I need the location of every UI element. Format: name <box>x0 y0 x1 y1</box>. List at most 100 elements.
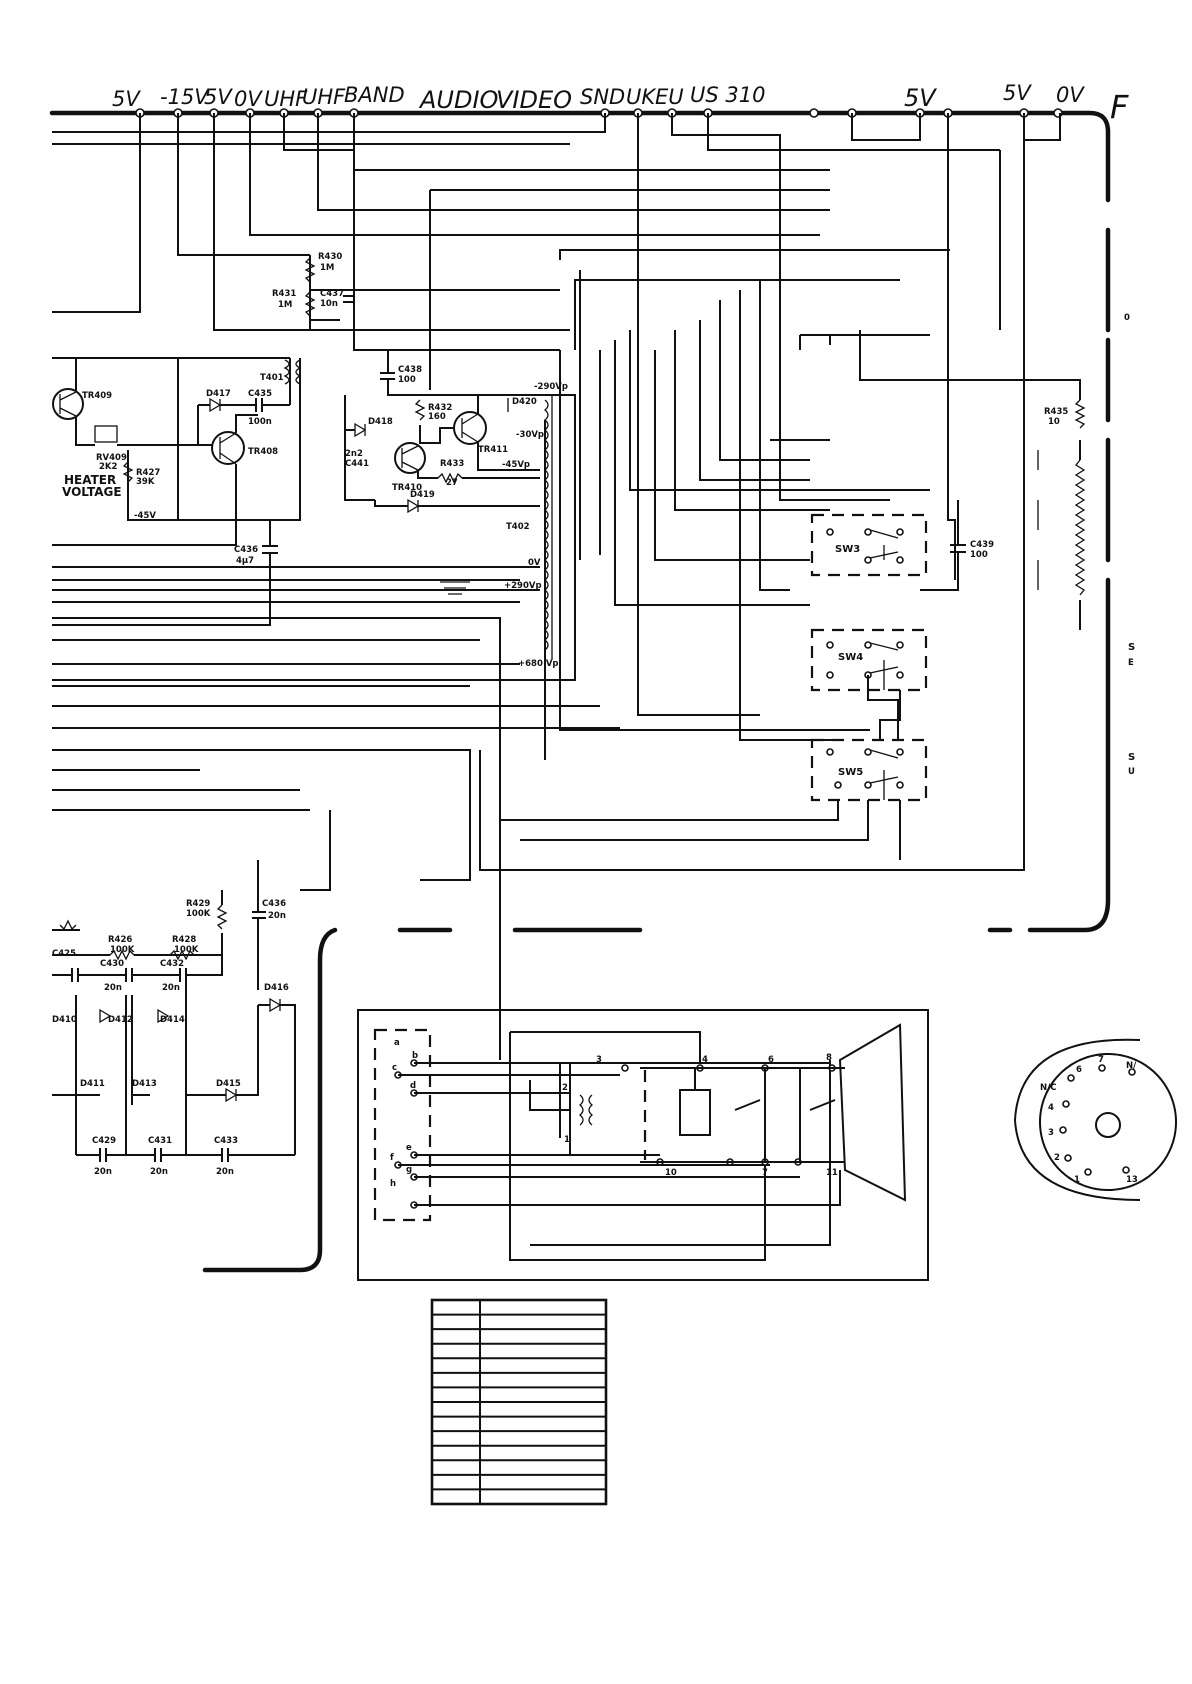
r430-symbol <box>304 257 316 283</box>
svg-text:R435: R435 <box>1044 407 1068 417</box>
svg-text:S: S <box>1128 752 1135 763</box>
rail-label-snd: SND <box>580 85 625 109</box>
svg-text:2n2: 2n2 <box>345 449 363 459</box>
svg-text:C430: C430 <box>100 959 124 969</box>
svg-text:-30Vp: -30Vp <box>516 430 544 440</box>
svg-text:-290Vp: -290Vp <box>534 382 568 392</box>
svg-text:3: 3 <box>1048 1128 1054 1138</box>
svg-text:3: 3 <box>596 1055 602 1065</box>
svg-text:D419: D419 <box>410 490 435 500</box>
upper-wiring <box>177 113 1081 871</box>
svg-text:D413: D413 <box>132 1079 157 1089</box>
svg-text:T402: T402 <box>506 522 530 532</box>
svg-text:+290Vp: +290Vp <box>504 581 542 591</box>
svg-text:R432: R432 <box>428 403 452 413</box>
r431-symbol <box>304 291 316 317</box>
rail-label-0v-b: 0V <box>1056 83 1085 107</box>
r435-symbol <box>1074 399 1086 429</box>
crt-grid-element <box>679 1089 711 1136</box>
rail-label-uhf-b: UHF <box>302 85 346 109</box>
svg-text:g: g <box>406 1165 412 1175</box>
left-lower-border <box>202 927 338 1273</box>
svg-text:c: c <box>392 1063 397 1073</box>
svg-text:+680 Vp: +680 Vp <box>518 659 559 669</box>
svg-text:N/: N/ <box>1126 1061 1137 1071</box>
svg-text:6: 6 <box>768 1055 774 1065</box>
svg-text:4: 4 <box>702 1055 708 1065</box>
svg-text:0: 0 <box>1124 313 1130 323</box>
rail-label-audio: AUDIO <box>418 86 498 114</box>
svg-text:C425: C425 <box>52 949 76 959</box>
svg-text:100n: 100n <box>248 417 272 427</box>
svg-text:10: 10 <box>1048 417 1060 427</box>
tr411-symbol <box>453 411 487 445</box>
svg-text:C438: C438 <box>398 365 422 375</box>
svg-text:100: 100 <box>398 375 416 385</box>
svg-text:R428: R428 <box>172 935 196 945</box>
svg-text:20n: 20n <box>94 1167 112 1177</box>
svg-text:8: 8 <box>826 1053 832 1063</box>
svg-text:C436: C436 <box>262 899 286 909</box>
rail-label-us310: US 310 <box>690 83 765 107</box>
rail-label-band: BAND <box>344 83 405 107</box>
svg-text:d: d <box>410 1081 416 1091</box>
svg-text:C439: C439 <box>970 540 994 550</box>
svg-text:39K: 39K <box>136 477 155 487</box>
svg-text:C431: C431 <box>148 1136 172 1146</box>
left-feed-wires <box>52 113 620 1060</box>
svg-text:20n: 20n <box>268 911 286 921</box>
svg-text:R433: R433 <box>440 459 464 469</box>
base-outline <box>1013 1038 1141 1201</box>
svg-text:11: 11 <box>826 1168 838 1178</box>
svg-text:100K: 100K <box>110 945 135 955</box>
svg-text:4µ7: 4µ7 <box>236 556 254 566</box>
svg-text:TR408: TR408 <box>248 447 278 457</box>
switch-sw3: SW3 <box>810 513 928 577</box>
tr409-label: TR409 <box>82 391 112 401</box>
rail-label-minus15v: -15V <box>160 85 210 109</box>
svg-text:100K: 100K <box>174 945 199 955</box>
eht-section: C438 100 D418 2n2 C441 R432 160 TR410 TR… <box>52 350 576 681</box>
tr410-symbol <box>394 442 426 474</box>
svg-text:2: 2 <box>1054 1153 1060 1163</box>
svg-text:SW3: SW3 <box>835 544 860 555</box>
crt-section: a b c d e f g h 3 2 1 4 6 8 10 7 11 <box>357 1009 929 1281</box>
svg-text:1: 1 <box>564 1135 570 1145</box>
heater-label-1: HEATER <box>64 473 116 487</box>
rail-label-5v-c: 5V <box>904 84 937 112</box>
rail-label-eu: EU <box>655 85 684 109</box>
svg-text:C436: C436 <box>234 545 258 555</box>
svg-text:20n: 20n <box>162 983 180 993</box>
svg-text:-45Vp: -45Vp <box>502 460 530 470</box>
svg-text:R431: R431 <box>272 289 296 299</box>
svg-text:RV409: RV409 <box>96 453 127 463</box>
heater-section: TR409 RV409 2K2 R427 39K HEATER VOLTAGE … <box>52 357 302 570</box>
svg-text:6: 6 <box>1076 1065 1082 1075</box>
svg-text:S: S <box>1128 642 1135 653</box>
svg-text:b: b <box>412 1051 418 1061</box>
rail-label-0v-a: 0V <box>234 87 263 111</box>
rail-labels: 5V -15V 5V 0V UHF UHF BAND AUDIO VIDEO S… <box>112 81 1129 126</box>
svg-text:D416: D416 <box>264 983 289 993</box>
svg-text:C437: C437 <box>320 289 344 299</box>
rail-label-uk: UK <box>626 85 657 109</box>
svg-text:20n: 20n <box>216 1167 234 1177</box>
svg-text:SW5: SW5 <box>838 767 863 778</box>
svg-text:D410: D410 <box>52 1015 77 1025</box>
svg-text:0V: 0V <box>528 558 541 568</box>
crt-tube-funnel <box>838 1023 907 1202</box>
svg-text:R429: R429 <box>186 899 210 909</box>
svg-text:N/C: N/C <box>1040 1083 1056 1093</box>
svg-text:TR410: TR410 <box>392 483 422 493</box>
heater-label-2: VOLTAGE <box>62 485 122 499</box>
svg-text:20n: 20n <box>150 1167 168 1177</box>
tr408-symbol <box>211 431 245 465</box>
svg-text:1M: 1M <box>320 263 334 273</box>
svg-text:e: e <box>406 1143 412 1153</box>
crt-connector-box <box>373 1028 432 1222</box>
svg-text:D414: D414 <box>160 1015 185 1025</box>
svg-text:R426: R426 <box>108 935 132 945</box>
svg-text:D420: D420 <box>512 397 537 407</box>
svg-text:-45V: -45V <box>134 511 156 521</box>
